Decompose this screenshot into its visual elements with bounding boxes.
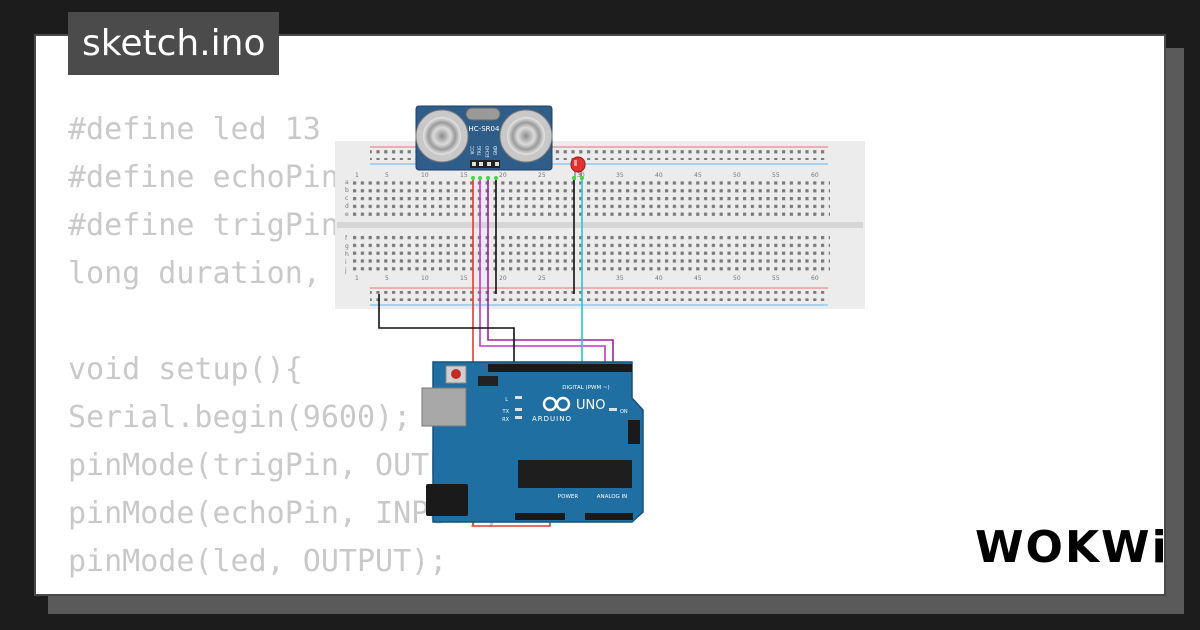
connection-dot xyxy=(572,176,576,180)
sensor-pin-label: VCC xyxy=(470,146,475,155)
col-label: 5 xyxy=(385,275,389,282)
digital-header xyxy=(488,364,632,372)
icsp2-header xyxy=(628,420,640,444)
col-label: 40 xyxy=(655,172,663,179)
led-indicator xyxy=(515,416,522,419)
sensor-pin xyxy=(495,162,499,166)
wire-trig xyxy=(479,178,606,366)
ultrasonic-sensor[interactable]: HC-SR04 VCC TRIG ECHO GND xyxy=(415,105,584,180)
sensor-pin-label: ECHO xyxy=(485,146,490,157)
connection-dot xyxy=(494,176,498,180)
sensor-crystal xyxy=(465,107,501,121)
col-label: 60 xyxy=(811,275,819,282)
sensor-header xyxy=(470,160,500,168)
led-highlight xyxy=(574,160,577,166)
row-label: a xyxy=(345,179,349,186)
sensor-mesh-left xyxy=(423,117,461,155)
col-label: 10 xyxy=(421,275,429,282)
sensor-pin-label: GND xyxy=(493,146,498,155)
top-power-rail xyxy=(370,150,828,160)
terminal-strip-top xyxy=(350,180,830,220)
led-indicator xyxy=(609,408,617,411)
sensor-mesh-right xyxy=(507,117,545,155)
arduino-uno[interactable]: DIGITAL (PWM ~) POWER ANALOG IN L TX RX … xyxy=(421,361,644,523)
reset-button[interactable] xyxy=(451,369,461,379)
digital-header-label: DIGITAL (PWM ~) xyxy=(562,385,609,391)
led-dome xyxy=(570,156,586,173)
col-label: 50 xyxy=(733,275,741,282)
row-label: j xyxy=(344,267,347,274)
row-label: h xyxy=(345,251,349,258)
icsp-header xyxy=(478,376,498,386)
power-header-label: POWER xyxy=(558,494,579,500)
col-label: 55 xyxy=(772,172,780,179)
row-label: g xyxy=(345,243,349,250)
col-label: 35 xyxy=(616,172,624,179)
sensor-model-label: HC-SR04 xyxy=(469,125,500,133)
col-label: 25 xyxy=(538,275,546,282)
col-label: 1 xyxy=(355,275,359,282)
wokwi-logo: WOKWi xyxy=(975,522,1169,573)
sensor-pin-label: TRIG xyxy=(477,146,482,157)
power-jack xyxy=(426,484,468,516)
col-label: 5 xyxy=(385,172,389,179)
row-label: c xyxy=(345,195,348,202)
code-line: pinMode(led, OUTPUT); xyxy=(68,544,448,579)
code-line: #define led 13 xyxy=(68,112,321,147)
code-line: Serial.begin(9600); xyxy=(68,400,412,435)
board-brand-label: ARDUINO xyxy=(532,415,572,423)
terminal-strip-bottom xyxy=(350,235,830,275)
microcontroller-chip xyxy=(518,460,632,488)
connection-dot xyxy=(486,176,490,180)
analog-header xyxy=(585,513,633,520)
connection-dot xyxy=(580,176,584,180)
row-label: e xyxy=(345,211,349,218)
analog-header-label: ANALOG IN xyxy=(597,494,628,500)
col-label: 55 xyxy=(772,275,780,282)
led-indicator xyxy=(515,408,522,411)
file-tab-label: sketch.ino xyxy=(82,23,266,64)
col-label: 45 xyxy=(694,172,702,179)
code-line: } xyxy=(68,592,86,594)
col-label: 15 xyxy=(460,172,468,179)
col-label: 15 xyxy=(460,275,468,282)
rx-label: RX xyxy=(502,417,509,423)
col-label: 10 xyxy=(421,172,429,179)
breadboard: 1 5 10 15 20 25 30 35 40 45 50 55 60 1 5… xyxy=(335,141,865,309)
infinity-logo xyxy=(542,396,571,412)
tx-label: TX xyxy=(502,409,510,415)
led-indicator xyxy=(515,396,522,399)
center-channel xyxy=(337,222,863,228)
wire-gnd-arduino xyxy=(378,294,515,366)
col-label: 20 xyxy=(499,275,507,282)
sensor-pin xyxy=(487,162,491,166)
logo-loop xyxy=(555,396,571,412)
power-header xyxy=(515,513,565,520)
on-label: ON xyxy=(620,409,628,415)
file-tab[interactable]: sketch.ino xyxy=(68,12,280,75)
col-label: 25 xyxy=(538,172,546,179)
sensor-pin xyxy=(472,162,476,166)
col-label: 45 xyxy=(694,275,702,282)
connection-dot xyxy=(478,176,482,180)
col-label: 40 xyxy=(655,275,663,282)
row-label: d xyxy=(345,203,349,210)
wire-echo xyxy=(487,178,614,366)
usb-port xyxy=(421,387,467,427)
col-label: 35 xyxy=(616,275,624,282)
col-label: 50 xyxy=(733,172,741,179)
row-label: i xyxy=(345,259,347,266)
col-label: 20 xyxy=(499,172,507,179)
sensor-pin xyxy=(479,162,483,166)
connection-dot xyxy=(471,176,475,180)
led-l-label: L xyxy=(505,397,508,403)
col-label: 1 xyxy=(355,172,359,179)
row-label: f xyxy=(345,235,348,242)
bottom-power-rail xyxy=(370,291,828,301)
code-line: void setup(){ xyxy=(68,352,303,387)
row-label: b xyxy=(345,187,349,194)
col-label: 60 xyxy=(811,172,819,179)
board-model-label: UNO xyxy=(576,398,605,413)
